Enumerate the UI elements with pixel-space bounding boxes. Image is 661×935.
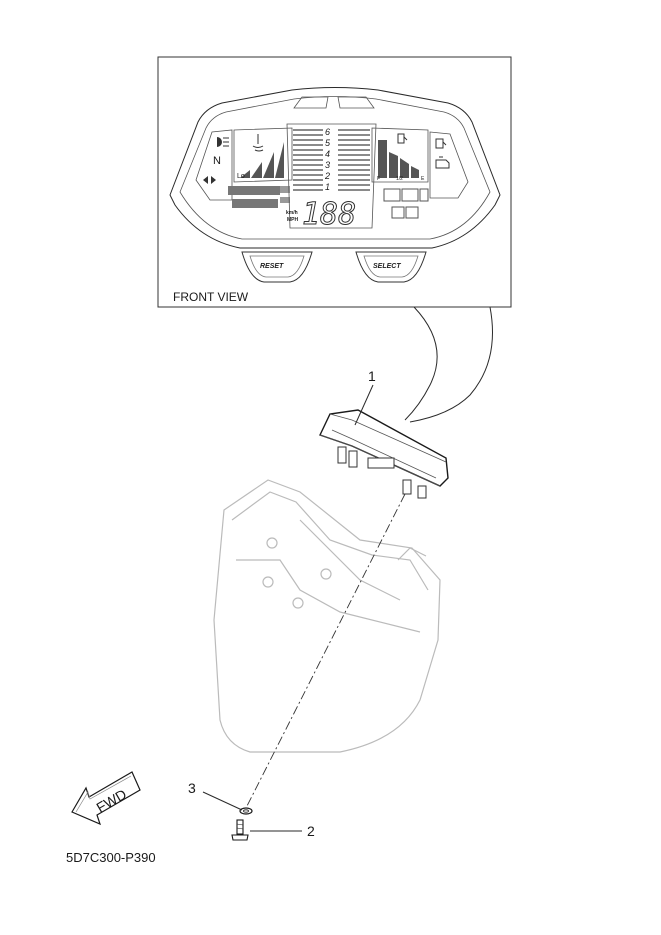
callout-number: 2 <box>307 823 315 839</box>
right-indicator-pod <box>429 131 469 199</box>
gear-digit: 4 <box>325 149 330 159</box>
washer-part <box>239 807 253 815</box>
reset-button: RESET <box>241 251 313 283</box>
inset-leader-curve <box>404 306 438 421</box>
rpm-bars-right <box>338 129 370 191</box>
rpm-bars-left <box>293 129 323 191</box>
callout-3: 3 <box>188 780 243 811</box>
fuel-gauge-panel <box>371 127 429 183</box>
right-lcd-blocks <box>383 188 429 219</box>
tach-bars <box>240 142 284 178</box>
forward-arrow: FWD <box>71 771 141 826</box>
gear-digit: 2 <box>324 171 330 181</box>
turn-signal-icon <box>203 176 216 184</box>
tachometer-sweep <box>233 127 293 183</box>
front-view-inset: N Lo <box>157 56 512 308</box>
meter-assembly-part <box>319 409 449 499</box>
gear-position-scale: 6 5 4 3 2 1 <box>324 127 331 192</box>
center-lcd-panel <box>286 123 377 229</box>
reset-button-label: RESET <box>260 263 284 270</box>
speed-unit-bottom: MPH <box>287 217 299 223</box>
callout-number: 1 <box>368 368 376 384</box>
fuel-warning-icon <box>435 138 447 149</box>
left-indicator-pod <box>195 129 233 201</box>
left-lcd-blocks <box>228 186 290 208</box>
fuel-mark: F <box>377 176 380 182</box>
inset-caption: FRONT VIEW <box>173 290 249 304</box>
select-button-label: SELECT <box>373 263 401 270</box>
gear-digit: 3 <box>325 160 330 170</box>
fuel-bars <box>378 140 419 178</box>
speed-unit-top: km/h <box>286 210 298 216</box>
neutral-indicator: N <box>213 155 221 167</box>
low-mark: Lo <box>237 173 245 180</box>
screw-part <box>231 819 249 841</box>
gear-digit: 1 <box>325 182 330 192</box>
select-button: SELECT <box>355 251 427 283</box>
fuel-mark: 1/2 <box>396 176 403 182</box>
assembly-center-line <box>245 493 406 809</box>
callout-2: 2 <box>250 823 315 839</box>
fuel-pump-icon <box>397 133 408 144</box>
meter-housing-outline <box>169 87 501 249</box>
gear-digit: 5 <box>325 138 331 148</box>
oil-temp-icon <box>252 134 264 152</box>
inset-frame <box>157 56 512 308</box>
headlight-cowl <box>213 479 441 753</box>
speed-readout: 188 <box>302 197 356 232</box>
gear-digit: 6 <box>325 127 330 137</box>
callout-number: 3 <box>188 780 196 796</box>
headlight-icon <box>217 137 229 147</box>
callout-1: 1 <box>354 368 376 426</box>
diagram-part-code: 5D7C300-P390 <box>66 850 156 865</box>
engine-check-icon <box>435 156 450 169</box>
fuel-mark: E <box>421 176 425 182</box>
